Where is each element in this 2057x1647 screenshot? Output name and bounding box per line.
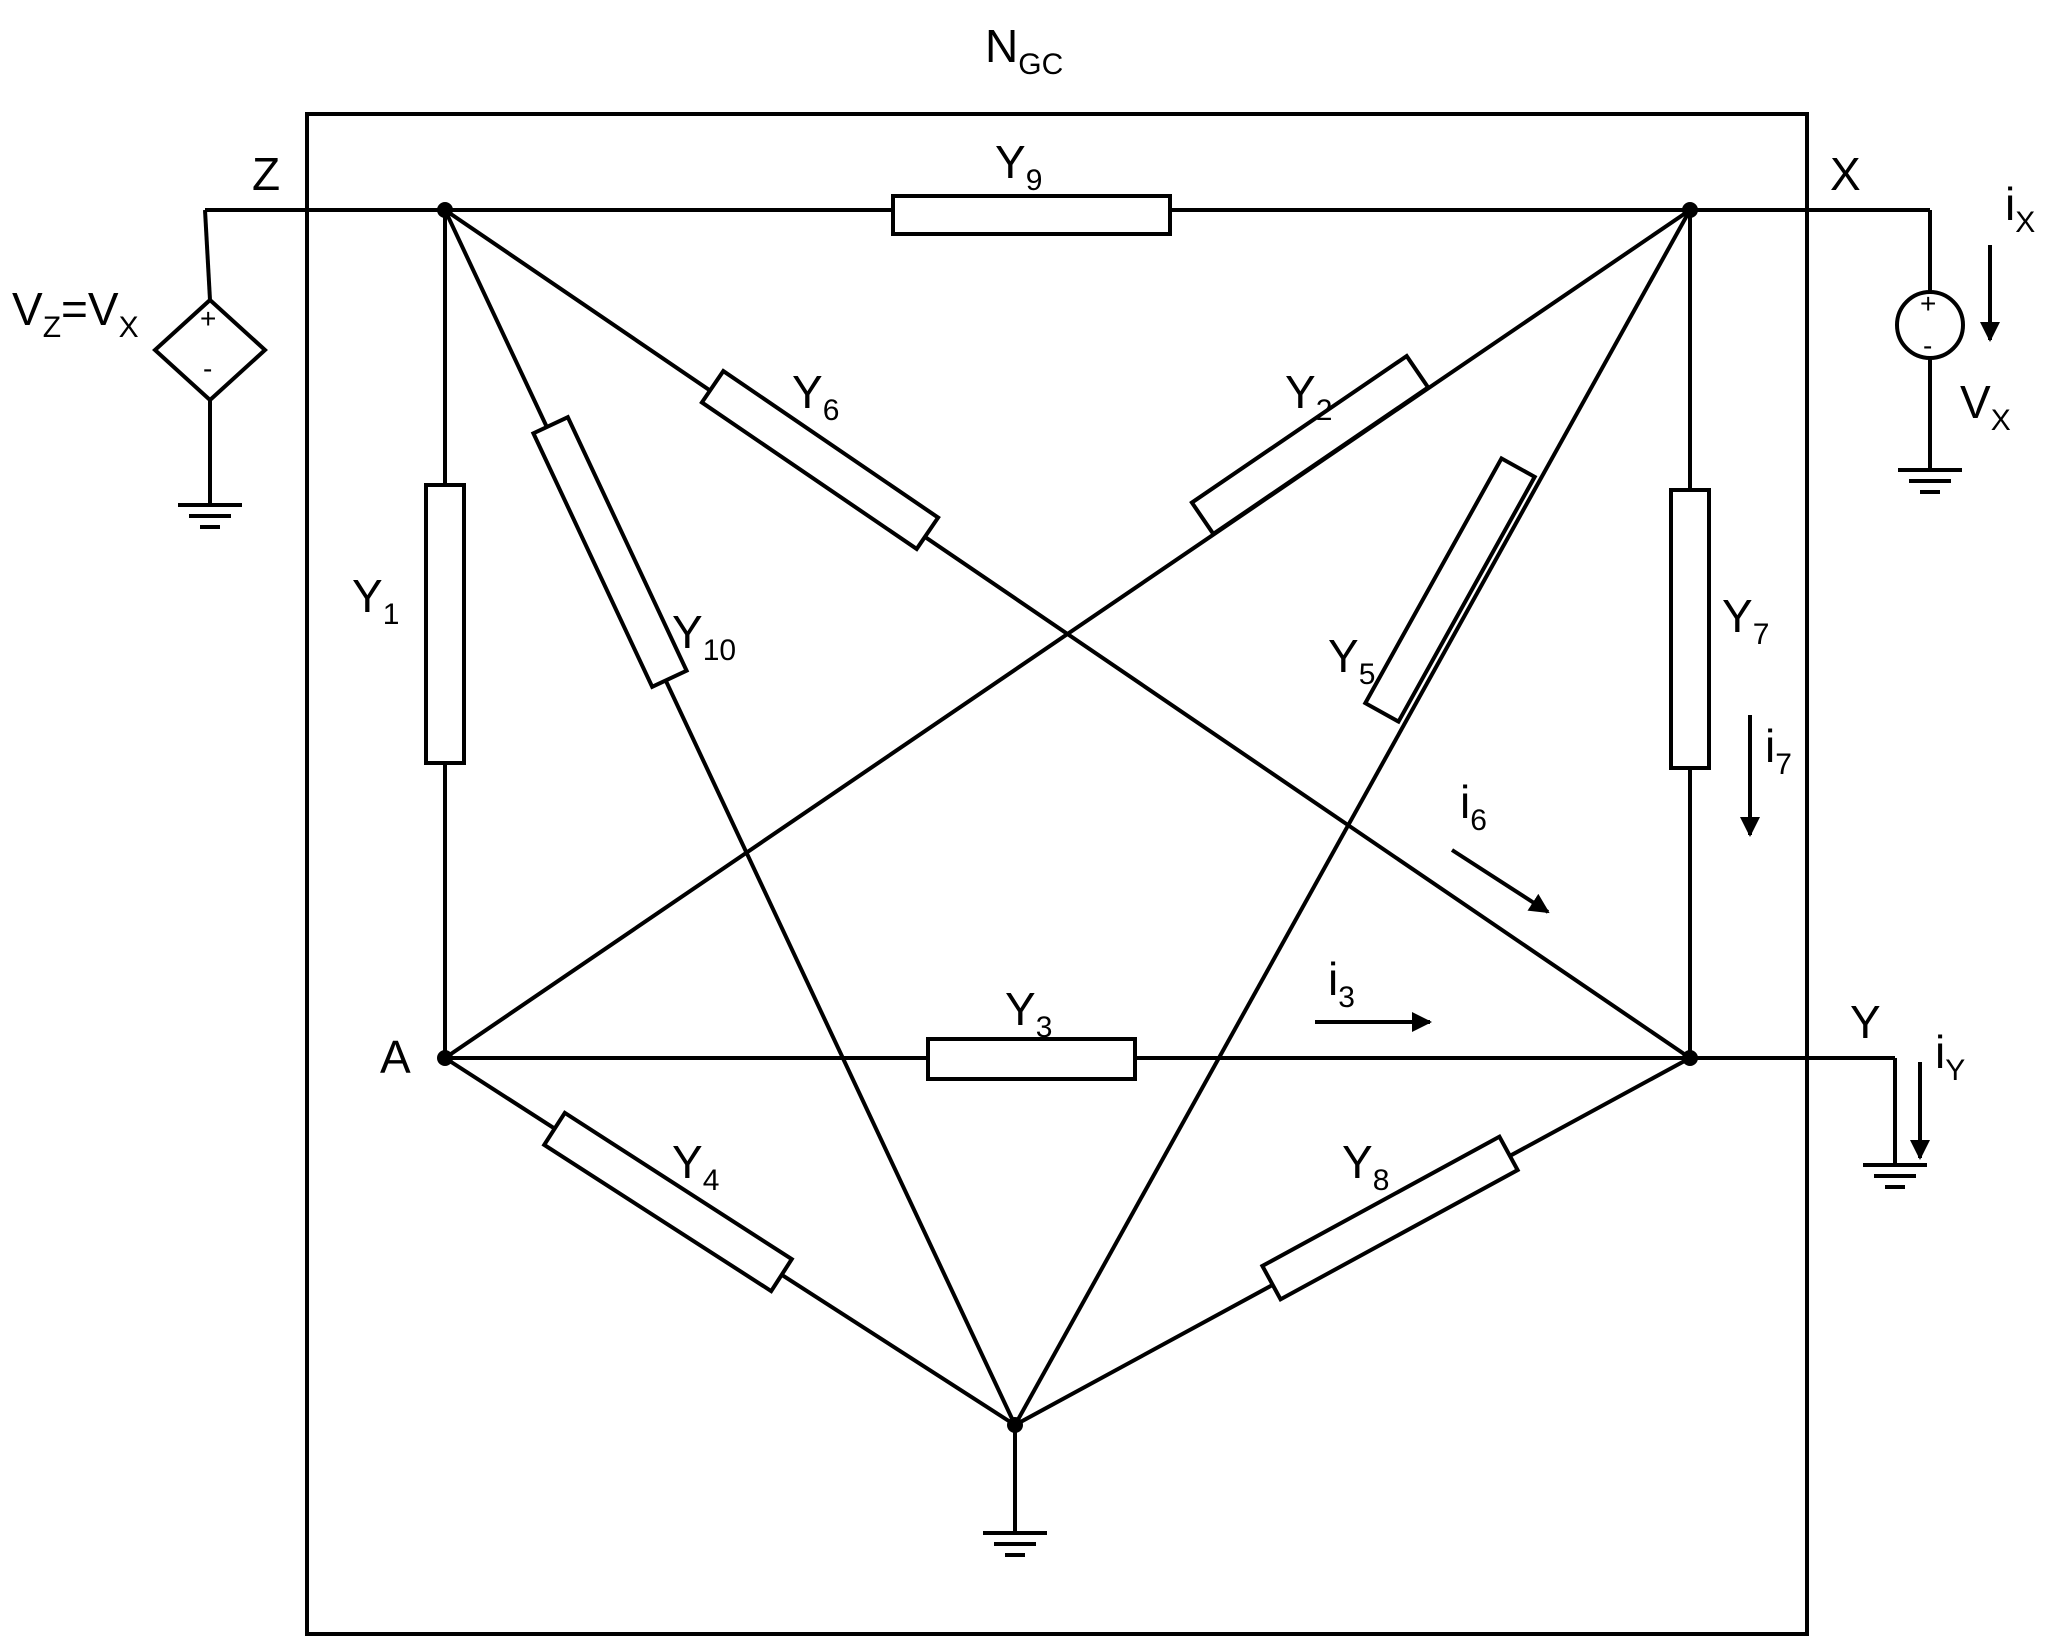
resistor-y3	[926, 1037, 1137, 1081]
resistor-label-y4: Y4	[672, 1136, 719, 1197]
current-label-i6: i6	[1460, 776, 1487, 837]
resistor-label-y6: Y6	[792, 366, 839, 427]
dependent-source-label: VZ=VX	[12, 283, 139, 344]
resistor-label-y1: Y1	[352, 570, 399, 631]
resistor-label-y7: Y7	[1722, 590, 1769, 651]
resistor-y6	[699, 368, 941, 552]
svg-text:+: +	[1920, 288, 1936, 319]
ground-symbol-left	[178, 503, 242, 529]
current-label-i3: i3	[1328, 953, 1355, 1014]
resistor-label-y9: Y9	[995, 136, 1042, 197]
independent-source-label: VX	[1960, 376, 2011, 437]
resistor-label-y3: Y3	[1005, 983, 1052, 1044]
resistor-label-y5: Y5	[1328, 630, 1375, 691]
ground-symbol-right-top	[1898, 468, 1962, 494]
node-label-z: Z	[252, 148, 280, 200]
current-label-ix: iX	[2005, 178, 2035, 239]
resistor-y8	[1259, 1133, 1521, 1303]
resistor-y9	[891, 194, 1172, 236]
independent-voltage-source: + -	[1895, 288, 1965, 361]
resistor-label-y2: Y2	[1285, 366, 1332, 427]
current-label-iy: iY	[1935, 1026, 1965, 1087]
current-arrow-i6	[1450, 848, 1550, 914]
svg-text:-: -	[1923, 330, 1932, 361]
resistor-y2	[1189, 353, 1431, 537]
resistor-y7	[1669, 488, 1711, 770]
ground-symbol-right-bottom	[1863, 1163, 1927, 1189]
dependent-voltage-source: + -	[152, 297, 268, 403]
ground-symbol-bottom	[983, 1531, 1047, 1557]
resistor-y10	[530, 414, 690, 690]
resistor-y1	[424, 483, 466, 765]
node-label-y: Y	[1850, 996, 1881, 1048]
junction-dots	[437, 202, 1698, 1433]
resistor-y5	[1362, 455, 1538, 725]
svg-text:-: -	[203, 353, 212, 384]
network-boundary	[305, 112, 1809, 1636]
resistor-label-y10: Y10	[672, 606, 736, 667]
node-label-a: A	[380, 1031, 411, 1083]
svg-text:+: +	[200, 303, 216, 334]
resistor-label-y8: Y8	[1342, 1136, 1389, 1197]
network-label: NGC	[985, 20, 1063, 81]
node-label-x: X	[1830, 148, 1861, 200]
wires	[203, 208, 1932, 1533]
current-label-i7: i7	[1765, 720, 1792, 781]
resistor-y4	[541, 1110, 795, 1294]
